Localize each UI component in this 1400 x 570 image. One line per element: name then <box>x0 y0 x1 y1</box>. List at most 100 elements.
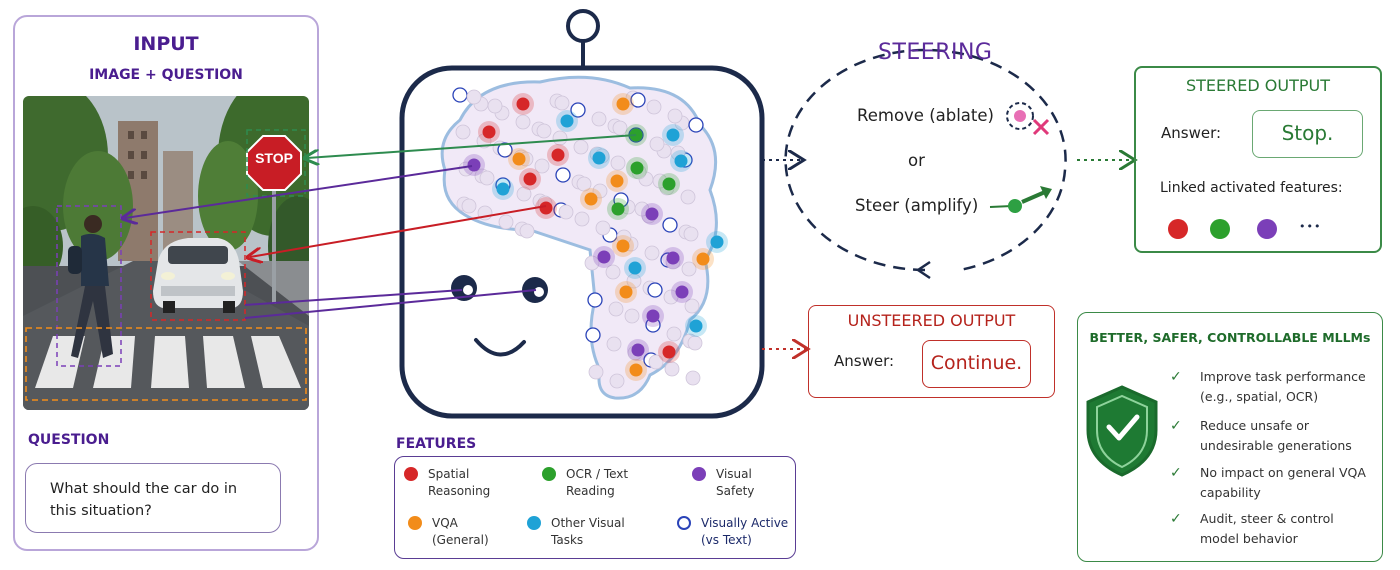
brain-bubble <box>554 95 570 111</box>
unsteered-answer: Continue. <box>922 340 1031 388</box>
shield-check-icon <box>1106 414 1140 441</box>
brain-bubble <box>647 282 663 298</box>
features-legend <box>394 456 796 559</box>
linked-spatial-dot <box>1168 219 1188 239</box>
brain-bubble <box>688 117 704 133</box>
legend-visual-label: Visually Active (vs Text) <box>701 516 789 547</box>
brain-bubble <box>573 139 589 155</box>
eye-line-2 <box>244 289 537 319</box>
vqa-dot-icon <box>408 516 422 530</box>
check-icon: ✓ <box>1170 369 1182 385</box>
linked-ellipsis: ••• <box>1299 220 1322 233</box>
amplify-arrowhead <box>1040 186 1052 199</box>
brain-bubble <box>588 364 604 380</box>
feature-dot <box>662 177 676 191</box>
brain-bubble <box>574 211 590 227</box>
unsteered-answer-label: Answer: <box>834 352 895 370</box>
feature-dot <box>645 207 659 221</box>
brain-bubble <box>497 142 513 158</box>
feature-dot <box>616 239 630 253</box>
feature-dot <box>662 345 676 359</box>
remove-ablate-label: Remove (ablate) <box>857 106 994 125</box>
feature-dot <box>496 182 510 196</box>
feature-dot <box>666 251 680 265</box>
benefit-item: ✓ Reduce unsafe or undesirable generatio… <box>1170 416 1370 456</box>
question-text: What should the car do in this situation… <box>50 481 238 519</box>
eye-line-1 <box>244 289 463 306</box>
check-icon: ✓ <box>1170 418 1182 434</box>
steered-output-panel <box>1134 66 1382 253</box>
question-label: QUESTION <box>28 432 110 448</box>
steering-loop <box>784 48 1067 272</box>
legend-safety-label: Visual Safety <box>716 467 755 498</box>
unsteered-output-title: UNSTEERED OUTPUT <box>847 311 1016 330</box>
brain-bubble <box>664 361 680 377</box>
legend-visual: Visually Active (vs Text) <box>677 515 797 549</box>
brain-bubble <box>519 223 535 239</box>
feature-dot <box>592 151 606 165</box>
brain-bubble <box>536 123 552 139</box>
brain-bubble <box>461 198 477 214</box>
brain-bubble <box>681 261 697 277</box>
features-label: FEATURES <box>396 436 477 452</box>
brain-bubble <box>534 158 550 174</box>
brain-bubble <box>592 183 608 199</box>
feature-dot <box>539 201 553 215</box>
benefit-text: Improve task performance (e.g., spatial,… <box>1200 369 1366 404</box>
brain-bubble <box>487 98 503 114</box>
feature-dot <box>619 285 633 299</box>
check-icon: ✓ <box>1170 465 1182 481</box>
steered-output-title: STEERED OUTPUT <box>1186 76 1330 95</box>
feature-dot <box>512 152 526 166</box>
brain-bubble <box>662 217 678 233</box>
benefits-title: BETTER, SAFER, CONTROLLABLE MLLMs <box>1089 330 1371 345</box>
benefit-item: ✓ Improve task performance (e.g., spatia… <box>1170 367 1370 407</box>
brain-bubble <box>516 186 532 202</box>
steering-loop-arrowhead <box>915 260 931 280</box>
steer-amplify-label: Steer (amplify) <box>855 196 979 215</box>
feature-dot <box>467 158 481 172</box>
input-title: INPUT <box>133 33 199 55</box>
brain-bubble <box>685 370 701 386</box>
brain-bubble <box>587 292 603 308</box>
brain-bubble <box>666 326 682 342</box>
feature-dot <box>616 97 630 111</box>
brain-bubble <box>584 255 600 271</box>
ablate-icon-ring <box>1006 102 1034 130</box>
legend-vqa: VQA (General) <box>408 515 492 549</box>
feature-dot <box>710 235 724 249</box>
input-panel <box>13 15 319 551</box>
brain-bubble <box>479 170 495 186</box>
brain-bubble <box>606 336 622 352</box>
legend-ocr-label: OCR / Text Reading <box>566 467 629 498</box>
benefit-text: No impact on general VQA capability <box>1200 465 1366 500</box>
steering-title: STEERING <box>878 40 993 65</box>
steered-answer-label: Answer: <box>1161 124 1222 142</box>
feature-dot <box>631 343 645 357</box>
amplify-dot <box>1008 199 1022 213</box>
brain-bubble <box>515 114 531 130</box>
safety-dot-icon <box>692 467 706 481</box>
legend-other-label: Other Visual Tasks <box>551 516 625 547</box>
brain-bubble <box>591 111 607 127</box>
brain-bubble <box>649 136 665 152</box>
brain-bubble <box>667 108 683 124</box>
ocr-arrow <box>307 134 637 158</box>
smile <box>474 338 526 357</box>
or-label: or <box>908 151 925 170</box>
ablate-icon-dot <box>1014 110 1026 122</box>
feature-dot <box>630 161 644 175</box>
benefit-item: ✓ Audit, steer & control model behavior <box>1170 509 1370 549</box>
brain-bubble <box>680 189 696 205</box>
feature-dot <box>666 128 680 142</box>
linked-features-label: Linked activated features: <box>1160 180 1343 196</box>
input-subtitle: IMAGE + QUESTION <box>89 67 243 83</box>
benefit-item: ✓ No impact on general VQA capability <box>1170 463 1370 503</box>
ocr-dot-icon <box>542 467 556 481</box>
feature-dot <box>646 309 660 323</box>
other-dot-icon <box>527 516 541 530</box>
feature-dots <box>452 87 728 389</box>
brain-bubble <box>684 298 700 314</box>
steered-answer: Stop. <box>1252 110 1363 158</box>
